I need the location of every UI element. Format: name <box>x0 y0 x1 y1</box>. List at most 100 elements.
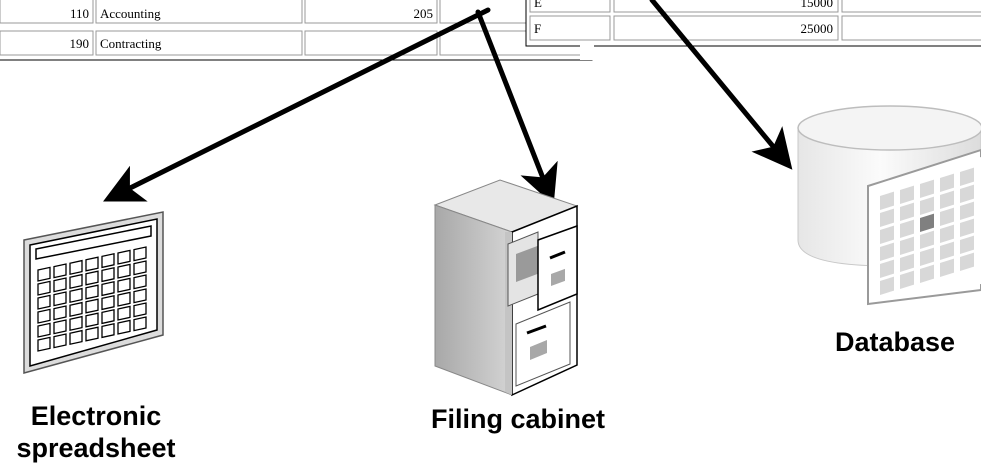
spreadsheet-cell <box>53 333 67 349</box>
spreadsheet-cell <box>117 291 131 307</box>
database-cell <box>880 259 894 278</box>
spreadsheet-cell <box>85 256 99 272</box>
spreadsheet-icon <box>23 211 164 374</box>
database-cell <box>940 173 954 192</box>
database-cell <box>900 202 914 221</box>
spreadsheet-cell <box>85 270 99 286</box>
spreadsheet-cell <box>37 294 51 310</box>
spreadsheet-cell <box>117 319 131 335</box>
cell-name: Contracting <box>100 36 162 51</box>
database-cell <box>920 179 934 198</box>
spreadsheet-cell <box>69 315 83 332</box>
database-cell <box>880 225 894 244</box>
spreadsheet-cell <box>101 266 115 283</box>
spreadsheet-cell <box>69 259 83 276</box>
spreadsheet-cell <box>133 316 147 332</box>
arrows <box>103 0 793 206</box>
arrow-to-database <box>649 0 793 170</box>
filing-cabinet-icon <box>433 179 579 397</box>
spreadsheet-cell <box>133 260 147 276</box>
cell-id: 190 <box>70 36 90 51</box>
spreadsheet-cell <box>85 284 99 300</box>
cell-key: E <box>534 0 542 10</box>
database-cell <box>940 241 954 260</box>
spreadsheet-cell <box>117 305 131 321</box>
arrow-to-filing-cabinet <box>475 9 558 206</box>
database-cell <box>880 191 894 210</box>
database-cell <box>880 276 894 295</box>
spreadsheet-cell <box>37 308 51 324</box>
spreadsheet-cell <box>101 280 115 297</box>
database-cell <box>940 224 954 243</box>
spreadsheet-cell <box>37 280 51 296</box>
spreadsheet-cell <box>53 319 67 335</box>
table-left-row: 110 Accounting 205 <box>0 0 591 24</box>
database-cell <box>880 242 894 261</box>
spreadsheet-cell <box>53 263 67 279</box>
cell-key: F <box>534 21 541 36</box>
spreadsheet-cell <box>53 277 67 293</box>
database-cell <box>960 201 974 220</box>
spreadsheet-cell <box>101 322 115 339</box>
database-cell <box>960 167 974 186</box>
table-right-row: F 25000 <box>529 15 981 41</box>
spreadsheet-cell <box>37 266 51 282</box>
database-cell <box>920 247 934 266</box>
spreadsheet-label: Electronic spreadsheet <box>0 400 192 464</box>
spreadsheet-cell <box>37 322 51 338</box>
database-cell <box>940 190 954 209</box>
spreadsheet-cell <box>85 298 99 314</box>
cell-id: 110 <box>70 6 89 21</box>
database-label: Database <box>834 327 956 357</box>
spreadsheet-cell <box>101 308 115 325</box>
spreadsheet-cell <box>117 277 131 293</box>
database-cell <box>900 236 914 255</box>
spreadsheet-cell <box>133 274 147 290</box>
database-cell <box>920 230 934 249</box>
cell-value: 15000 <box>801 0 834 10</box>
database-cell <box>920 264 934 283</box>
spreadsheet-label-line2: spreadsheet <box>16 433 176 463</box>
database-cell <box>880 208 894 227</box>
spreadsheet-cell <box>53 291 67 307</box>
spreadsheet-cell <box>69 287 83 304</box>
spreadsheet-cell <box>69 301 83 318</box>
filing-cabinet-label: Filing cabinet <box>430 404 605 434</box>
spreadsheet-cell <box>117 249 131 265</box>
spreadsheet-cell <box>117 263 131 279</box>
database-cell <box>940 258 954 277</box>
database-cell <box>940 207 954 226</box>
database-cell <box>900 253 914 272</box>
spreadsheet-cell <box>133 246 147 262</box>
database-cell <box>960 252 974 271</box>
database-cell <box>960 218 974 237</box>
database-cell <box>900 185 914 204</box>
database-cell <box>960 184 974 203</box>
database-cell <box>900 270 914 289</box>
spreadsheet-cell <box>133 302 147 318</box>
spreadsheet-cell <box>85 312 99 328</box>
cell-value: 205 <box>414 6 434 21</box>
database-icon <box>797 105 981 306</box>
database-highlight-cell <box>920 213 934 232</box>
database-cell <box>920 196 934 215</box>
spreadsheet-cell <box>69 273 83 290</box>
spreadsheet-cell <box>101 294 115 311</box>
arrow-to-spreadsheet <box>103 7 491 202</box>
table-left: 110 Accounting 205 190 Contracting <box>0 0 593 61</box>
spreadsheet-cell <box>101 252 115 269</box>
database-cell <box>960 235 974 254</box>
spreadsheet-cell <box>37 336 51 352</box>
cell-value: 25000 <box>801 21 834 36</box>
spreadsheet-cell <box>85 326 99 342</box>
table-right-row: E 15000 <box>529 0 981 13</box>
spreadsheet-cell <box>53 305 67 321</box>
spreadsheet-cell <box>69 329 83 346</box>
table-left-row: 190 Contracting <box>0 30 591 56</box>
cell-name: Accounting <box>100 6 161 21</box>
spreadsheet-label-line1: Electronic <box>30 401 162 431</box>
database-cell <box>900 219 914 238</box>
table-right: E 15000 F 25000 <box>525 0 981 60</box>
